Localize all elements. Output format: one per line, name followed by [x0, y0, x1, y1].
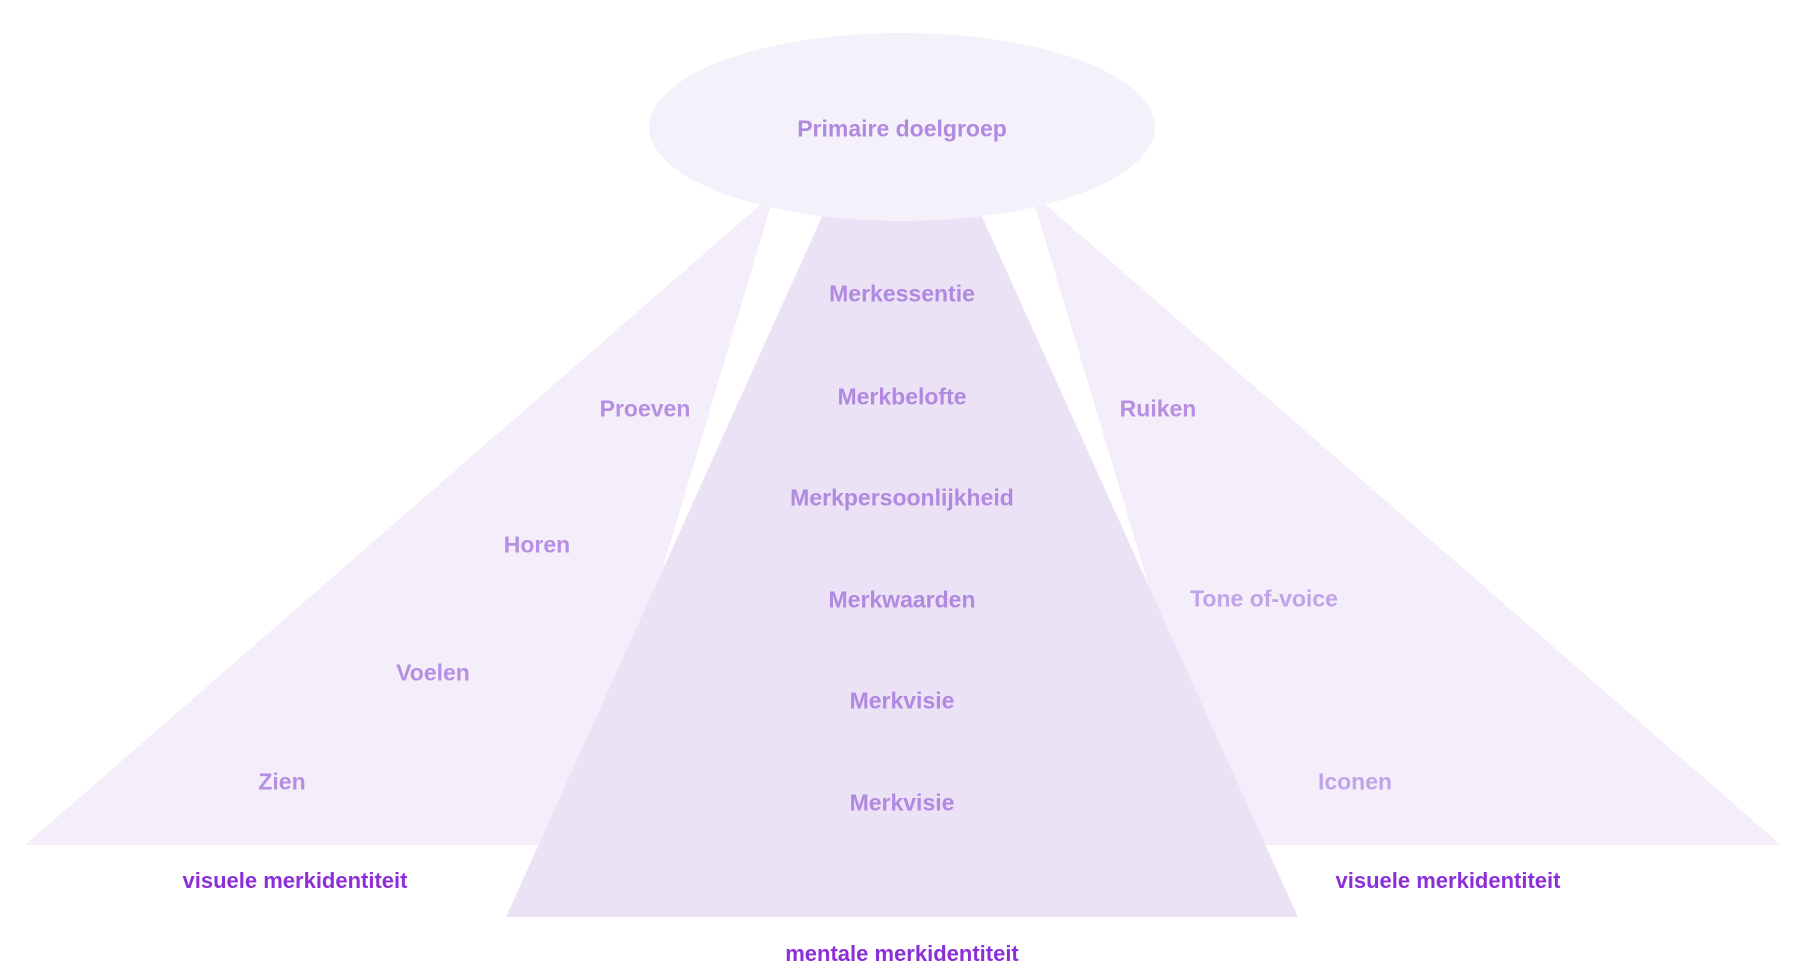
- caption-mentale-merkidentiteit: mentale merkidentiteit: [785, 941, 1019, 966]
- left-wing-shape: [25, 192, 775, 845]
- center-cone-shape: [506, 190, 1298, 917]
- caption-visuele-merkidentiteit-right: visuele merkidentiteit: [1335, 868, 1561, 893]
- label-ruiken: Ruiken: [1119, 395, 1197, 422]
- label-merkpersoonlijkheid: Merkpersoonlijkheid: [790, 484, 1014, 511]
- label-merkvisie-2: Merkvisie: [849, 789, 955, 816]
- label-proeven: Proeven: [599, 395, 691, 422]
- label-voelen: Voelen: [396, 659, 470, 686]
- label-merkwaarden: Merkwaarden: [828, 586, 976, 613]
- label-merkessentie: Merkessentie: [829, 280, 975, 307]
- caption-visuele-merkidentiteit-left: visuele merkidentiteit: [182, 868, 408, 893]
- primary-audience-ellipse: [649, 33, 1155, 221]
- label-merkbelofte: Merkbelofte: [837, 383, 967, 410]
- label-iconen: Iconen: [1317, 768, 1393, 795]
- right-wing-shape: [1031, 192, 1781, 845]
- label-zien: Zien: [258, 768, 306, 795]
- label-primaire-doelgroep: Primaire doelgroep: [797, 115, 1007, 142]
- label-horen: Horen: [503, 531, 571, 558]
- label-tone-of-voice: Tone of-voice: [1190, 585, 1338, 612]
- label-merkvisie-1: Merkvisie: [849, 687, 955, 714]
